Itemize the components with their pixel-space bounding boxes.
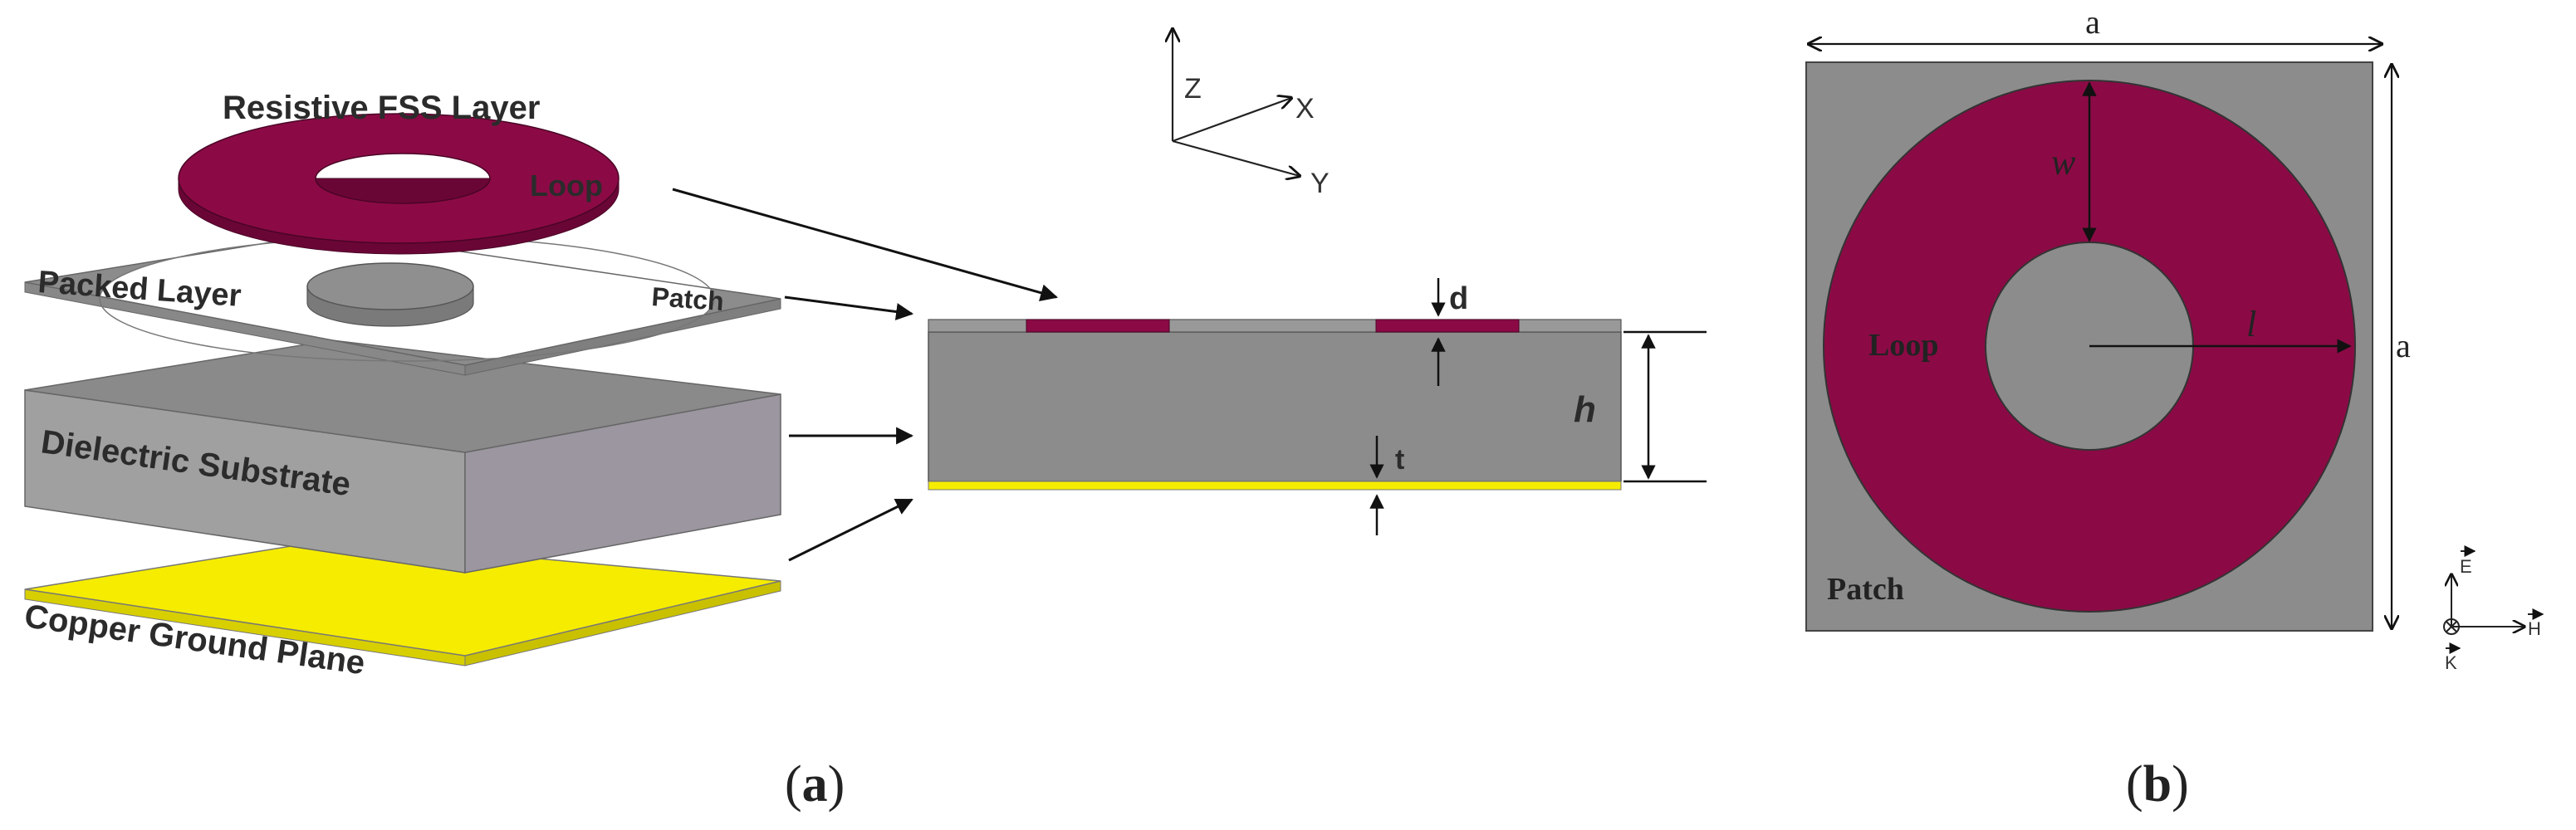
dim-d-label: d <box>1449 281 1468 316</box>
axis-x <box>1172 98 1291 143</box>
label-patch-b: Patch <box>1827 572 1904 607</box>
patch-disc <box>306 262 474 327</box>
panel-b: a a w l Loop Patch E H K (b) <box>1805 3 2544 813</box>
leader-ground <box>788 498 913 562</box>
cross-section-ground <box>928 481 1622 491</box>
axis-x-label: X <box>1295 93 1315 124</box>
cross-section <box>928 319 1622 491</box>
axis-y <box>1172 139 1300 176</box>
dim-l-label: l <box>2246 304 2256 344</box>
k-field-label: K <box>2445 652 2457 673</box>
dim-a-top-label: a <box>2085 3 2100 41</box>
caption-a-close: ) <box>828 756 845 813</box>
caption-a-open: ( <box>785 756 802 813</box>
leader-fss <box>672 188 1059 301</box>
dim-a-right-label: a <box>2396 327 2411 364</box>
dimension-markers <box>1369 278 1707 535</box>
copper-ground-plane <box>24 539 781 666</box>
axis-z-label: Z <box>1184 73 1202 105</box>
fss-loop-top <box>178 113 620 244</box>
h-field-label: H <box>2528 618 2541 639</box>
label-fss-layer: Resistive FSS Layer <box>223 90 540 126</box>
coordinate-axes <box>1173 29 1300 176</box>
caption-b-open: ( <box>2126 756 2143 813</box>
k-direction-symbol <box>2443 618 2460 635</box>
k-cross-2 <box>2446 621 2457 632</box>
caption-b-close: ) <box>2172 756 2189 813</box>
field-vectors <box>2443 545 2544 654</box>
dim-w-label: w <box>2051 142 2076 183</box>
cross-section-loop-right <box>1375 319 1520 333</box>
substrate-top-face <box>24 339 781 453</box>
caption-b: (b) <box>2126 756 2189 813</box>
label-patch-a: Patch <box>651 281 725 316</box>
leader-packed <box>784 295 914 320</box>
dim-t-label: t <box>1395 444 1404 476</box>
label-loop-a: Loop <box>530 168 603 203</box>
caption-a: (a) <box>785 756 845 813</box>
patch-disc-top <box>306 262 474 310</box>
dim-h-label: h <box>1574 389 1596 430</box>
axis-y-label: Y <box>1310 168 1330 199</box>
caption-b-letter: b <box>2143 756 2172 813</box>
packed-layer-outline <box>24 232 781 366</box>
dielectric-substrate <box>24 339 781 574</box>
fss-loop-ring <box>178 113 620 255</box>
label-loop-b: Loop <box>1868 328 1938 363</box>
cross-section-substrate <box>928 331 1622 482</box>
caption-a-letter: a <box>802 756 828 813</box>
leader-arrows <box>672 188 1059 562</box>
ground-plane-top <box>24 539 781 657</box>
cross-section-loop-left <box>1026 319 1170 333</box>
panel-a: Resistive FSS Layer Loop Packed Layer Pa… <box>22 29 1707 813</box>
e-field-label: E <box>2460 556 2472 577</box>
